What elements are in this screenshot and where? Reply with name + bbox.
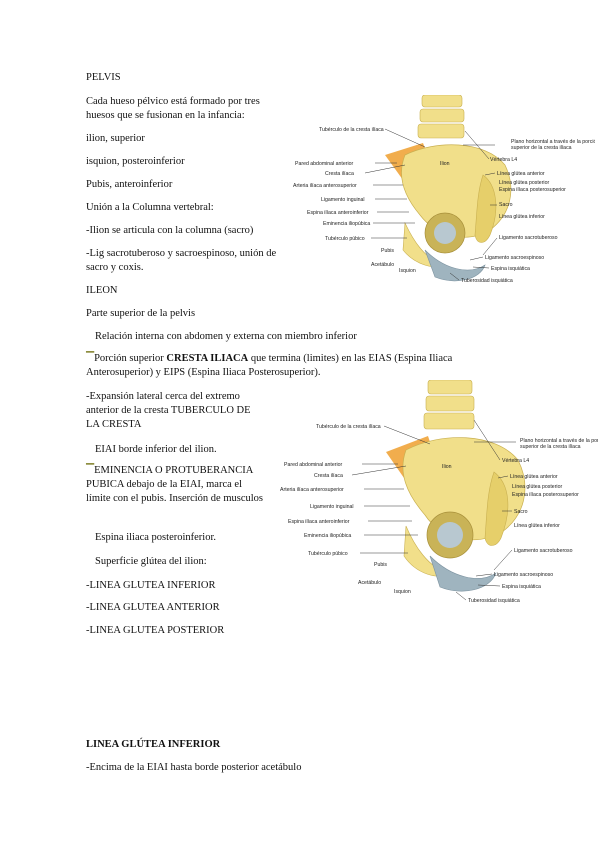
label: Tuberosidad isquiática	[461, 278, 513, 284]
label: Tubérculo de la cresta ilíaca	[319, 127, 384, 133]
label: Pubis	[381, 248, 394, 254]
figure-bottom-labels: Pubis Acetábulo Isquion	[358, 562, 411, 595]
label: Tuberosidad isquiática	[468, 598, 520, 604]
item-eiai: EIAI borde inferior del ilion.	[95, 444, 217, 455]
label: Arteria ilíaca anterosuperior	[280, 487, 344, 493]
item-expansion: -Expansión lateral cerca del extremo ant…	[86, 391, 251, 430]
label: Isquion	[399, 268, 416, 274]
label: Ligamento sacrotuberoso	[499, 235, 558, 241]
leader-lines	[364, 128, 498, 281]
section-heading-ileon: ILEON	[86, 285, 118, 296]
label: Eminencia iliopúbica	[304, 533, 351, 539]
label: Línea glútea inferior	[499, 214, 545, 220]
item-porcion-superior: ▔Porción superior CRESTA ILIACA que term…	[86, 353, 453, 378]
section-heading-linea-glutea: LINEA GLÚTEA INFERIOR	[86, 739, 221, 750]
label: Plano horizontal a través de la porción …	[511, 139, 595, 151]
pelvis-illustration	[385, 95, 512, 281]
label: Isquion	[394, 589, 411, 595]
label: Espina isquiática	[491, 266, 530, 272]
label: Acetábulo	[371, 262, 394, 268]
pelvis-illustration	[386, 380, 526, 592]
center-label: Ilion	[442, 464, 452, 470]
item-isquion: isquion, posteroinferior	[86, 156, 185, 167]
item-eminencia: ▔EMINENCIA O PROTUBERANCIA PUBICA debajo…	[86, 465, 264, 504]
label: Acetábulo	[358, 580, 381, 586]
bullet-icon: ▔	[86, 465, 95, 476]
center-label: Ilion	[440, 161, 450, 167]
label: Cresta ilíaca	[314, 473, 343, 479]
label: Eminencia iliopúbica	[323, 221, 370, 227]
label: Ligamento sacroespinoso	[494, 572, 553, 578]
item-encima-eiai: -Encima de la EIAI hasta borde posterior…	[86, 762, 302, 773]
page-title: PELVIS	[86, 72, 121, 83]
bullet-icon: ▔	[86, 353, 95, 364]
item-linea-glutea-anterior: -LINEA GLUTEA ANTERIOR	[86, 602, 220, 613]
item-linea-glutea-inferior: -LINEA GLUTEA INFERIOR	[86, 580, 216, 591]
label: Espina ilíaca anteroinferior	[288, 519, 350, 525]
item-ligamentos: -Lig sacrotuberoso y sacroespinoso, unió…	[86, 248, 277, 273]
label: Línea glútea posterior	[499, 180, 549, 186]
leader-lines	[351, 419, 516, 601]
label: Línea glútea anterior	[497, 171, 545, 177]
label: Espina isquiática	[502, 584, 541, 590]
label: Sacro	[514, 509, 528, 515]
label: Línea glútea posterior	[512, 484, 562, 490]
label: Vértebra L4	[502, 458, 529, 464]
label: Pubis	[374, 562, 387, 568]
label: Espina ilíaca anteroinferior	[307, 210, 369, 216]
item-parte-superior: Parte superior de la pelvis	[86, 308, 196, 319]
item-ilion: ilion, superior	[86, 133, 145, 144]
label: Espina ilíaca posterosuperior	[499, 187, 566, 193]
item-relacion: Relación interna con abdomen y externa c…	[95, 331, 357, 342]
figure-right-labels: Plano horizontal a través de la porción …	[468, 438, 598, 604]
label: Tubérculo de la cresta ilíaca	[316, 424, 381, 430]
label: Ligamento sacrotuberoso	[514, 548, 573, 554]
label: Ligamento inguinal	[321, 197, 365, 203]
label: Tubérculo púbico	[308, 551, 348, 557]
label: Tubérculo púbico	[325, 236, 365, 242]
label: Plano horizontal a través de la porción …	[520, 438, 598, 450]
label: Línea glútea anterior	[510, 474, 558, 480]
item-linea-glutea-posterior: -LINEA GLUTEA POSTERIOR	[86, 625, 225, 636]
item-superficie-glutea: Superficie glútea del ilion:	[95, 556, 207, 567]
pelvis-figure-bottom: Tubérculo de la cresta ilíaca Pared abdo…	[280, 380, 598, 604]
label: Arteria ilíaca anterosuperior	[293, 183, 357, 189]
label: Línea glútea inferior	[514, 523, 560, 529]
label: Ligamento inguinal	[310, 504, 354, 510]
union-heading: Unión a la Columna vertebral:	[86, 202, 214, 213]
label: Ligamento sacroespinoso	[485, 255, 544, 261]
item-ilion-sacro: -Ilion se articula con la columna (sacro…	[86, 225, 254, 236]
label: Cresta ilíaca	[325, 171, 354, 177]
item-pubis: Pubis, anteroinferior	[86, 179, 173, 190]
figure-bottom-labels: Pubis Acetábulo Isquion	[371, 248, 416, 274]
figure-right-labels: Plano horizontal a través de la porción …	[461, 139, 595, 284]
label: Pared abdominal anterior	[295, 161, 354, 167]
label: Pared abdominal anterior	[284, 462, 343, 468]
pelvis-figure-top: Tubérculo de la cresta ilíaca Pared abdo…	[293, 95, 595, 284]
intro-paragraph: Cada hueso pélvico está formado por tres…	[86, 96, 260, 121]
label: Sacro	[499, 202, 513, 208]
item-espina-posteroinferior: Espina iliaca posteroinferior.	[95, 532, 217, 543]
label: Vértebra L4	[490, 157, 517, 163]
figure-left-labels: Tubérculo de la cresta ilíaca Pared abdo…	[293, 127, 384, 242]
figure-left-labels: Tubérculo de la cresta ilíaca Pared abdo…	[280, 424, 381, 557]
label: Espina ilíaca posterosuperior	[512, 492, 579, 498]
